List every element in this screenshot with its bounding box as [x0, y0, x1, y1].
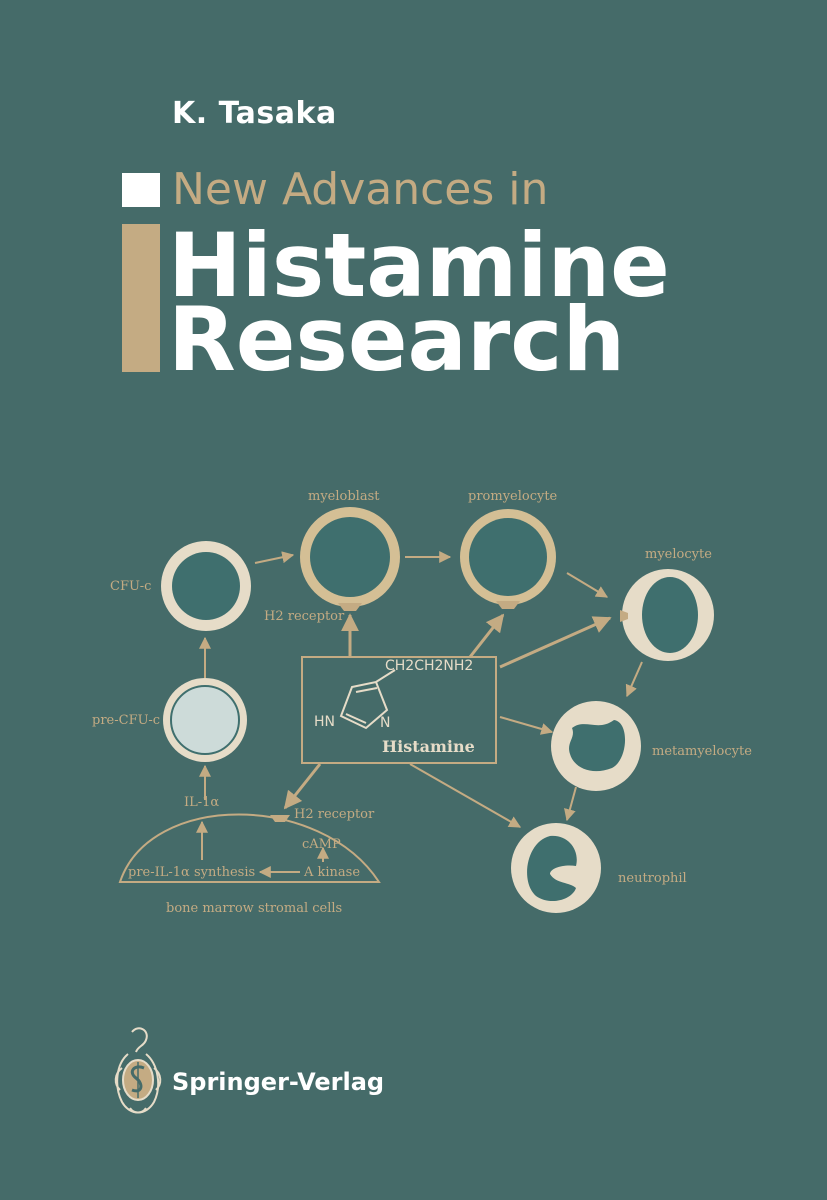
arrow-promyelocyte-to-myelocyte [566, 572, 609, 598]
cell-cfu-c [161, 541, 251, 631]
cell-neutrophil [511, 823, 601, 913]
springer-knight-logo [114, 1027, 162, 1114]
arrow-histamine-to-myelocyte [499, 616, 612, 669]
chem-side-chain: CH2CH2NH2 [385, 658, 473, 674]
label-a-kinase: A kinase [303, 865, 360, 880]
cell-promyelocyte [460, 509, 556, 609]
title-bar-ornament [122, 224, 160, 372]
label-pre-cfu-c: pre-CFU-c [92, 713, 160, 728]
label-metamyelocyte: metamyelocyte [652, 744, 752, 759]
cell-metamyelocyte [551, 701, 641, 791]
cell-myelocyte [620, 569, 714, 661]
cell-myeloblast [300, 507, 400, 611]
title-square-ornament [122, 173, 160, 207]
author-name: K. Tasaka [172, 96, 337, 131]
label-pre-il1a-synthesis: pre-IL-1α synthesis [128, 865, 255, 880]
label-h2-receptor-top: H2 receptor [264, 609, 345, 624]
cell-differentiation-diagram: myeloblast promyelocyte myelocyte CFU-c … [92, 489, 752, 916]
chem-n: N [380, 715, 390, 731]
label-h2-receptor-bottom: H2 receptor [294, 807, 375, 822]
cell-pre-cfu-c [163, 678, 247, 762]
label-histamine: Histamine [382, 737, 475, 756]
publisher-name: Springer-Verlag [172, 1068, 385, 1096]
label-cfu-c: CFU-c [110, 579, 151, 594]
arrow-metamyelocyte-to-neutrophil [564, 786, 577, 822]
title-line-2: Research [168, 288, 626, 391]
label-promyelocyte: promyelocyte [468, 489, 558, 504]
title-line-1: Histamine [168, 214, 670, 317]
stromal-cell-outline [118, 813, 381, 883]
arrow-histamine-to-promyelocyte [468, 613, 505, 658]
label-camp: cAMP [302, 837, 341, 852]
arrows [196, 551, 643, 878]
arrow-histamine-to-metamyelocyte [499, 716, 554, 735]
arrow-histamine-to-h2-receptor [283, 763, 322, 810]
h2-receptor-bottom-shape [270, 815, 290, 822]
label-myeloblast: myeloblast [308, 489, 380, 504]
arrow-histamine-to-neutrophil [409, 763, 522, 828]
label-myelocyte: myelocyte [645, 547, 712, 562]
histamine-box [301, 656, 497, 764]
subtitle: New Advances in [172, 164, 549, 215]
chem-hn: HN [314, 714, 335, 730]
arrow-myelocyte-to-metamyelocyte [625, 661, 643, 698]
imidazole-ring [339, 669, 396, 730]
label-il-1a: IL-1α [184, 795, 219, 810]
arrow-cfu-to-myeloblast [254, 551, 295, 564]
label-bone-marrow-stromal-cells: bone marrow stromal cells [166, 901, 342, 916]
label-neutrophil: neutrophil [618, 871, 687, 886]
